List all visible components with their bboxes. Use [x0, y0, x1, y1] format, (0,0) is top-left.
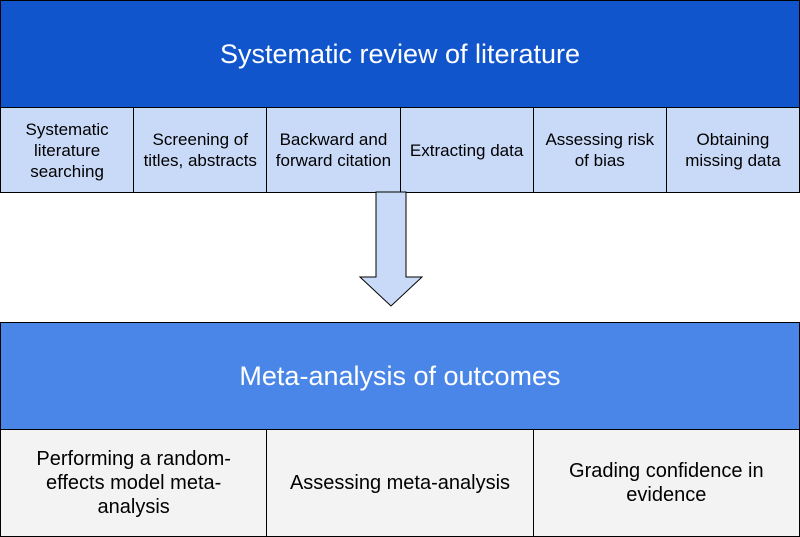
review-steps-row: Systematic literature searching Screenin… — [0, 107, 800, 193]
meta-step-grading-confidence: Grading confidence in evidence — [532, 429, 800, 537]
meta-header: Meta-analysis of outcomes — [0, 322, 800, 430]
review-header: Systematic review of literature — [0, 0, 800, 108]
review-step-literature-searching: Systematic literature searching — [0, 107, 135, 193]
meta-step-random-effects: Performing a random-effects model meta-a… — [0, 429, 268, 537]
meta-steps-row: Performing a random-effects model meta-a… — [0, 429, 800, 537]
review-step-screening: Screening of titles, abstracts — [133, 107, 268, 193]
review-step-extracting-data: Extracting data — [399, 107, 534, 193]
review-title: Systematic review of literature — [219, 38, 581, 69]
arrow-shape — [358, 191, 424, 307]
meta-title: Meta-analysis of outcomes — [239, 360, 561, 391]
review-step-risk-of-bias: Assessing risk of bias — [532, 107, 667, 193]
meta-step-assessing: Assessing meta-analysis — [266, 429, 534, 537]
review-step-missing-data: Obtaining missing data — [665, 107, 800, 193]
review-step-citation: Backward and forward citation — [266, 107, 401, 193]
